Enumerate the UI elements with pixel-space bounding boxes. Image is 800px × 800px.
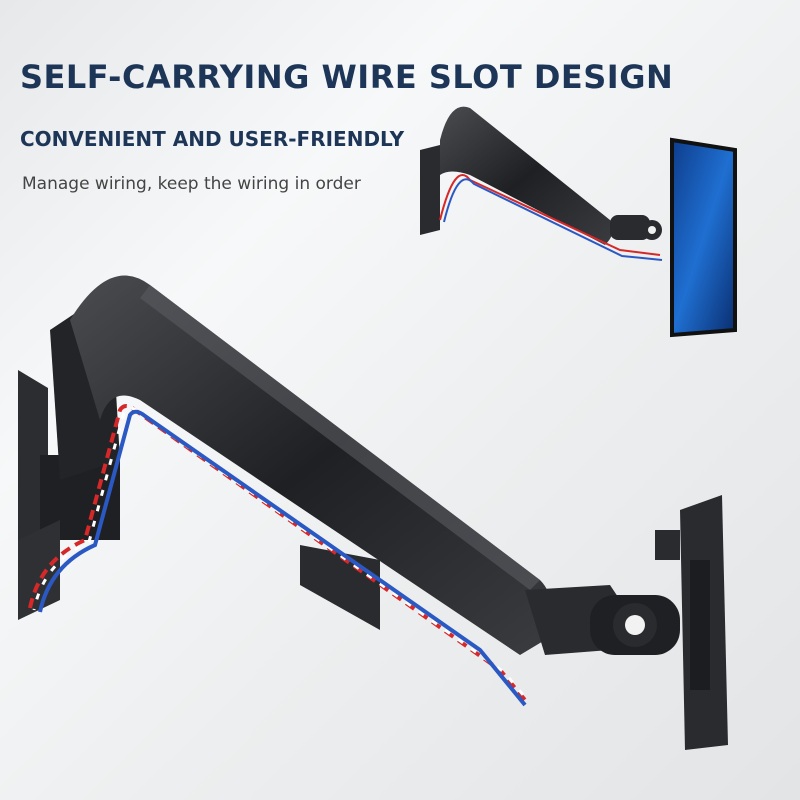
small-wall-bracket [420,145,440,235]
large-wire-blue [38,409,527,707]
headline: SELF-CARRYING WIRE SLOT DESIGN [20,58,674,96]
tagline: Manage wiring, keep the wiring in order [22,174,361,194]
small-monitor-screen [670,137,737,338]
small-arm-body [440,106,614,245]
subheadline: CONVENIENT AND USER-FRIENDLY [20,127,405,151]
small-wire-blue [443,178,663,261]
large-arm-body [70,275,552,655]
